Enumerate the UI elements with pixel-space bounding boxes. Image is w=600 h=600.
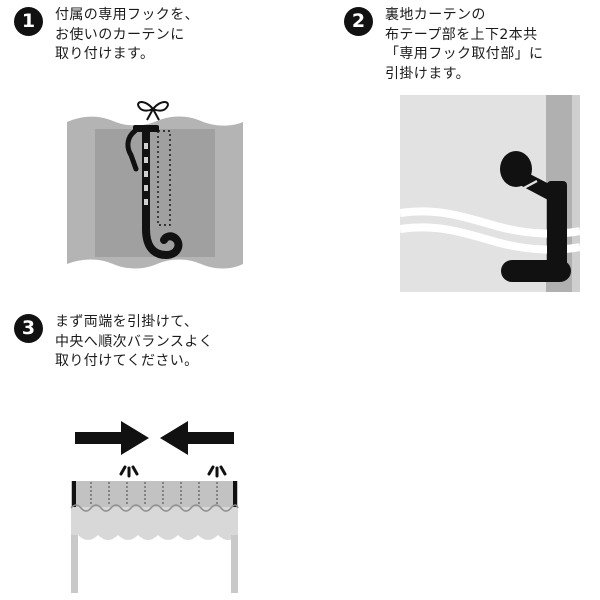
step-1-text: 付属の専用フックを、 お使いのカーテンに 取り付けます。	[55, 6, 199, 65]
step-1-line-2: お使いのカーテンに	[55, 26, 185, 43]
step-3-line-2: 中央へ順次バランスよく	[55, 333, 214, 350]
curtain-left-edge-tick	[72, 481, 76, 507]
arrow-left-icon	[160, 421, 234, 455]
gather-wave-line	[70, 504, 239, 512]
motion-marks-left	[119, 465, 139, 478]
ribbon-bow-icon	[137, 101, 169, 121]
step-2-line-2: 布テープ部を上下2本共	[385, 26, 538, 43]
step-3-text: まず両端を引掛けて、 中央へ順次バランスよく 取り付けてください。	[55, 313, 213, 372]
step-3-line-1: まず両端を引掛けて、	[55, 314, 199, 330]
step-2-number-badge: 2	[344, 7, 373, 36]
motion-marks-right	[207, 465, 227, 478]
step-2-text: 裏地カーテンの 布テープ部を上下2本共 「専用フック取付部」に 引掛けます。	[385, 6, 543, 84]
hook-attachment-knob-icon	[500, 151, 571, 282]
curtain-hook-icon	[125, 125, 183, 260]
curtain-gathered-body	[71, 507, 238, 540]
curtain-right-hem	[231, 535, 238, 593]
step-3-number-badge: 3	[14, 314, 43, 343]
curtain-header-band	[71, 481, 238, 507]
step-3-illustration-balance-attach-icon	[63, 405, 246, 595]
step-1-illustration-hook-on-curtain-icon	[63, 95, 246, 292]
curtain-dark-area	[95, 129, 215, 257]
arrow-right-icon	[75, 421, 149, 455]
step-1-line-3: 取り付けます。	[55, 46, 155, 62]
curtain-left-hem	[71, 535, 78, 593]
pleat-stitch-lines	[90, 482, 218, 506]
step-3-line-3: 取り付けてください。	[55, 353, 199, 369]
step-1-number-badge: 1	[14, 7, 43, 36]
hidden-pocket-dotted-outline	[157, 130, 171, 226]
step-2-line-1: 裏地カーテンの	[385, 7, 486, 23]
step-2-line-3: 「専用フック取付部」に	[385, 46, 544, 62]
step-1-line-1: 付属の専用フックを、	[55, 7, 199, 23]
step-2-illustration-tape-on-knob-icon	[400, 95, 580, 292]
step-2-line-4: 引掛けます。	[385, 65, 470, 82]
curtain-right-edge-tick	[233, 481, 237, 507]
curtain-edge-band-light	[572, 95, 580, 292]
